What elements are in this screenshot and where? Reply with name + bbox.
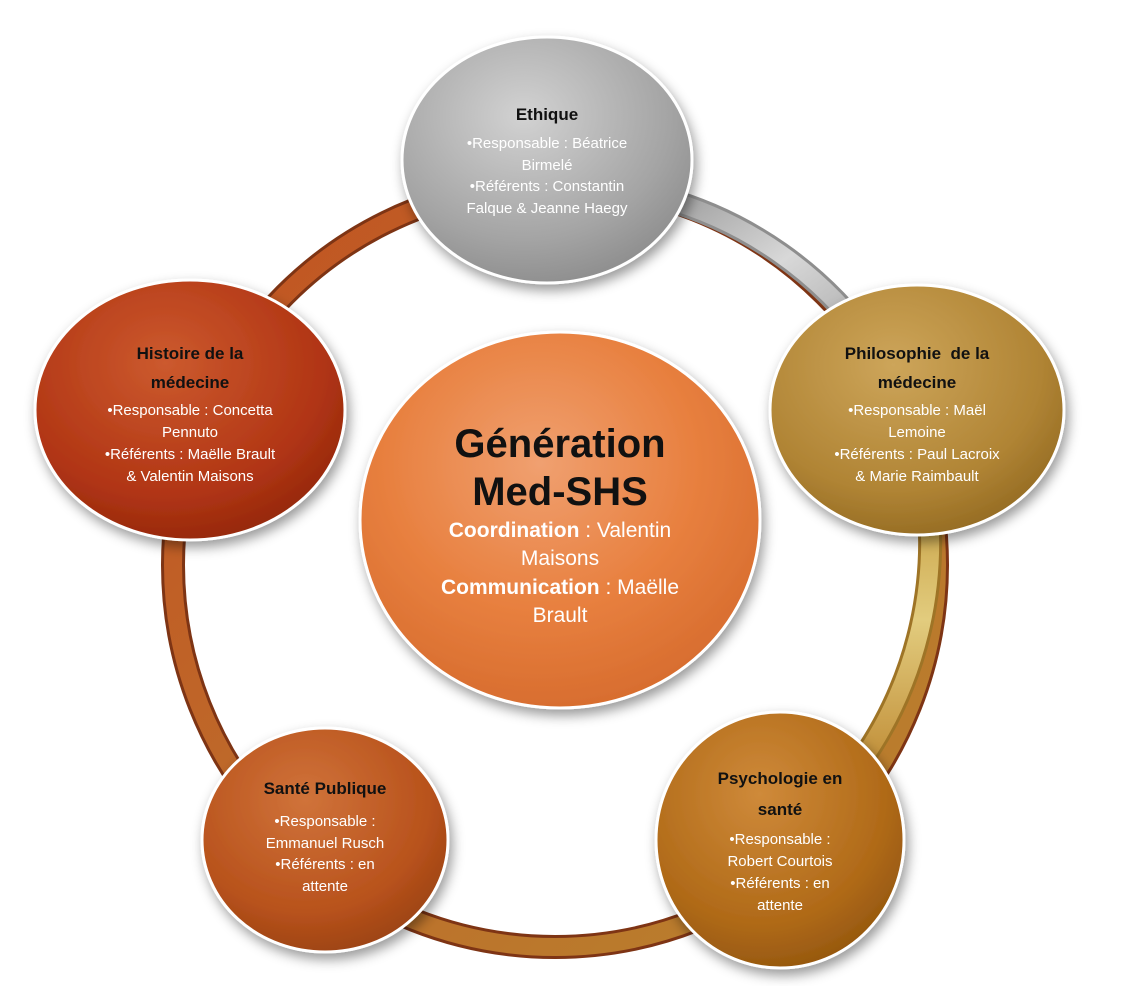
center-title: Génération Med-SHS (454, 420, 665, 518)
histoire-responsable: •Responsable : Concetta (107, 402, 273, 420)
histoire-node: Histoire de la médecine •Responsable : C… (65, 330, 315, 500)
coordination-label: Coordination (448, 519, 580, 543)
ethique-referents: •Référents : Constantin (469, 178, 625, 196)
communication-line: Communication : Maëlle (441, 574, 679, 602)
philosophie-title-line1: Philosophie de la (844, 343, 990, 363)
coordination-value-cont: Maisons (520, 547, 600, 571)
psychologie-referents: •Référents : en (730, 874, 830, 892)
center-circle (358, 330, 762, 710)
psychologie-node: Psychologie en santé •Responsable : Robe… (680, 762, 880, 922)
histoire-title-line1: Histoire de la (136, 343, 244, 363)
ethique-title: Ethique (515, 105, 579, 125)
histoire-referents: •Référents : Maëlle Brault (104, 445, 276, 463)
histoire-responsable-cont: Pennuto (162, 424, 218, 442)
coordination-line: Coordination : Valentin (449, 517, 672, 545)
psychologie-responsable: •Responsable : (729, 831, 831, 849)
philosophie-referents-cont: & Marie Raimbault (855, 467, 979, 485)
sante-publique-node: Santé Publique •Responsable : Emmanuel R… (225, 768, 425, 908)
philosophie-node: Philosophie de la médecine •Responsable … (792, 330, 1042, 500)
psychologie-title-line2: santé (757, 799, 803, 819)
sante-publique-responsable-cont: Emmanuel Rusch (265, 834, 385, 852)
communication-value: : Maëlle (599, 575, 680, 599)
histoire-circle (33, 278, 347, 542)
histoire-title-line2: médecine (150, 372, 230, 392)
sante-publique-circle (200, 726, 450, 954)
philosophie-responsable-cont: Lemoine (888, 424, 946, 442)
communication-value-cont: Brault (532, 604, 588, 628)
ethique-responsable-cont: Birmelé (521, 156, 573, 174)
ethique-circle (400, 35, 694, 285)
ethique-referents-cont: Falque & Jeanne Haegy (466, 200, 628, 218)
philosophie-circle (768, 283, 1066, 537)
psychologie-title-line1: Psychologie en (717, 768, 843, 788)
psychologie-responsable-cont: Robert Courtois (727, 853, 833, 871)
sante-publique-title: Santé Publique (263, 779, 387, 799)
philosophie-referents: •Référents : Paul Lacroix (834, 445, 1000, 463)
sante-publique-referents-cont: attente (302, 878, 348, 896)
center-title-line1: Génération (454, 421, 666, 466)
center-node: Génération Med-SHS Coordination : Valent… (405, 405, 715, 645)
philosophie-responsable: •Responsable : Maël (848, 402, 986, 420)
psychologie-circle (654, 710, 906, 970)
center-title-line2: Med-SHS (472, 470, 648, 515)
ethique-responsable: •Responsable : Béatrice (466, 134, 628, 152)
sante-publique-responsable: •Responsable : (274, 812, 376, 830)
psychologie-referents-cont: attente (757, 896, 803, 914)
histoire-referents-cont: & Valentin Maisons (126, 467, 254, 485)
ethique-node: Ethique •Responsable : Béatrice Birmelé … (427, 82, 667, 242)
coordination-value: : Valentin (579, 519, 672, 543)
communication-label: Communication (440, 575, 600, 599)
sante-publique-referents: •Référents : en (275, 856, 375, 874)
philosophie-title-line2: médecine (877, 372, 957, 392)
